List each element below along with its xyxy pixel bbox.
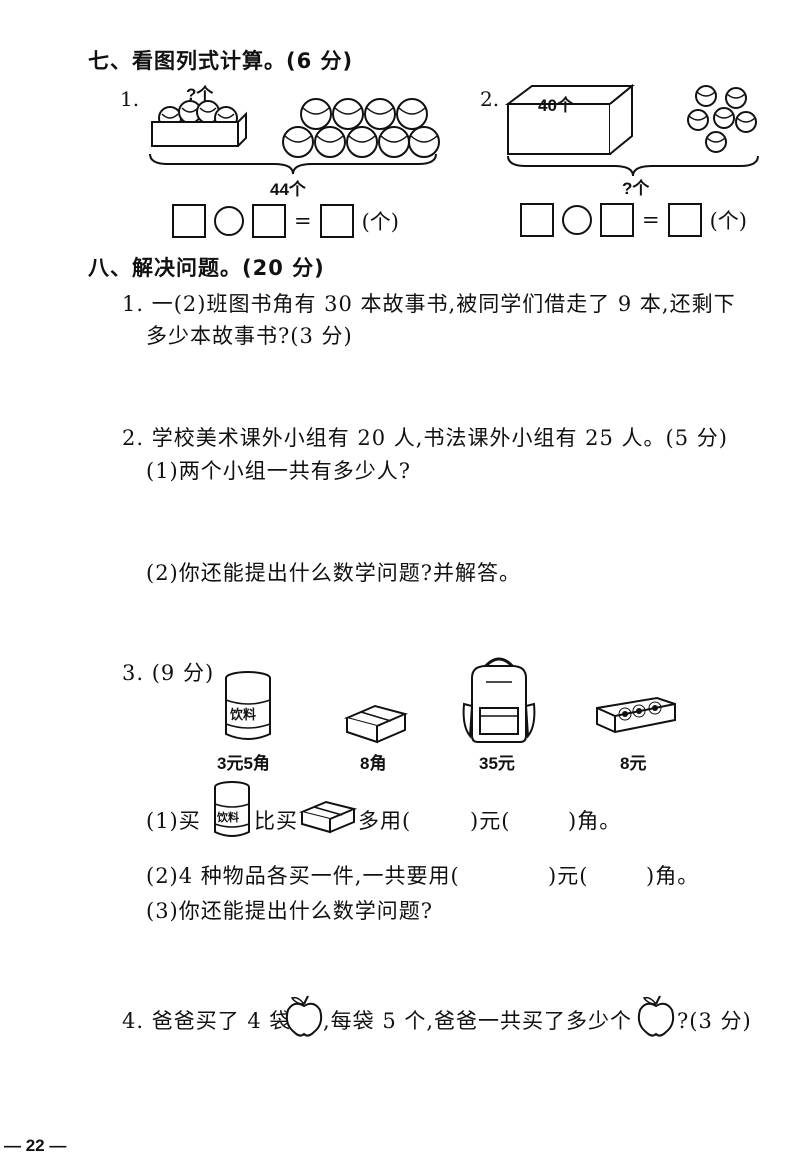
p3-sub1-e: )角。 <box>568 809 622 833</box>
q2-number: 2. <box>480 87 500 111</box>
unit-label: (个) <box>709 209 747 233</box>
problem4-b: ,每袋 5 个,爸爸一共买了多少个 <box>323 1009 633 1033</box>
answer-box[interactable] <box>667 203 702 237</box>
q1-bottom-label: 44个 <box>270 180 306 199</box>
q2-bracket <box>507 155 759 177</box>
problem4-c: ?(3 分) <box>677 1009 752 1033</box>
problem1-line1: 1. 一(2)班图书角有 30 本故事书,被同学们借走了 9 本,还剩下 <box>122 292 736 316</box>
equals-sign: = <box>294 209 312 233</box>
balls-group-icon <box>282 98 440 158</box>
section7-title: 七、看图列式计算。(6 分) <box>88 49 354 73</box>
price-label: 8角 <box>360 754 387 773</box>
p3-sub1-a: (1)买 <box>146 809 201 833</box>
p3-sub2-a: (2)4 种物品各买一件,一共要用( <box>146 864 460 888</box>
page-number: — 22 — <box>4 1136 67 1155</box>
answer-box[interactable] <box>319 204 354 238</box>
section8-title: 八、解决问题。(20 分) <box>88 256 325 280</box>
problem3-head: 3. (9 分) <box>122 661 215 685</box>
p3-sub2-c: )角。 <box>646 864 700 888</box>
basket-of-balls-icon <box>151 100 247 147</box>
balls-pile-icon <box>687 85 757 153</box>
q1-bracket <box>149 153 437 175</box>
q1-number: 1. <box>120 87 140 111</box>
q2-box-label: 40个 <box>538 96 574 115</box>
eraser-icon <box>343 704 409 744</box>
p3-sub1-c: 多用( <box>358 809 412 833</box>
price-label: 3元5角 <box>217 754 270 773</box>
q1-top-label: ?个 <box>186 85 214 104</box>
can-label: 饮料 <box>230 708 257 723</box>
equals-sign: = <box>642 208 660 232</box>
backpack-icon <box>462 657 536 743</box>
apple-icon <box>637 995 675 1037</box>
answer-box[interactable] <box>600 203 634 237</box>
problem2-sub1: (1)两个小组一共有多少人? <box>146 459 412 483</box>
operator-circle[interactable] <box>562 205 592 235</box>
q2-equation: = (个) <box>520 203 747 237</box>
operator-circle[interactable] <box>214 206 244 236</box>
price-label: 8元 <box>620 754 647 773</box>
box-icon <box>505 83 635 155</box>
drink-can-icon <box>214 781 250 837</box>
problem4-a: 4. 爸爸买了 4 袋 <box>122 1009 292 1033</box>
drink-can-icon <box>225 671 271 740</box>
apple-icon <box>285 995 323 1037</box>
p3-sub1-d: )元( <box>470 809 511 833</box>
answer-box[interactable] <box>172 204 206 238</box>
price-label: 35元 <box>479 754 515 773</box>
q2-bottom-label: ?个 <box>622 179 650 198</box>
problem1-line2: 多少本故事书?(3 分) <box>146 324 353 348</box>
p3-sub2-b: )元( <box>548 864 589 888</box>
q1-equation: = (个) <box>172 204 399 238</box>
eraser-icon <box>298 800 358 834</box>
p3-sub3: (3)你还能提出什么数学问题? <box>146 899 434 923</box>
can-label: 饮料 <box>217 811 239 824</box>
unit-label: (个) <box>361 210 399 234</box>
answer-box[interactable] <box>252 204 286 238</box>
problem2-sub2: (2)你还能提出什么数学问题?并解答。 <box>146 561 522 585</box>
problem2-line1: 2. 学校美术课外小组有 20 人,书法课外小组有 25 人。(5 分) <box>122 426 728 450</box>
p3-sub1-b: 比买 <box>254 809 298 833</box>
answer-box[interactable] <box>520 203 554 237</box>
pencil-case-icon <box>596 696 676 734</box>
